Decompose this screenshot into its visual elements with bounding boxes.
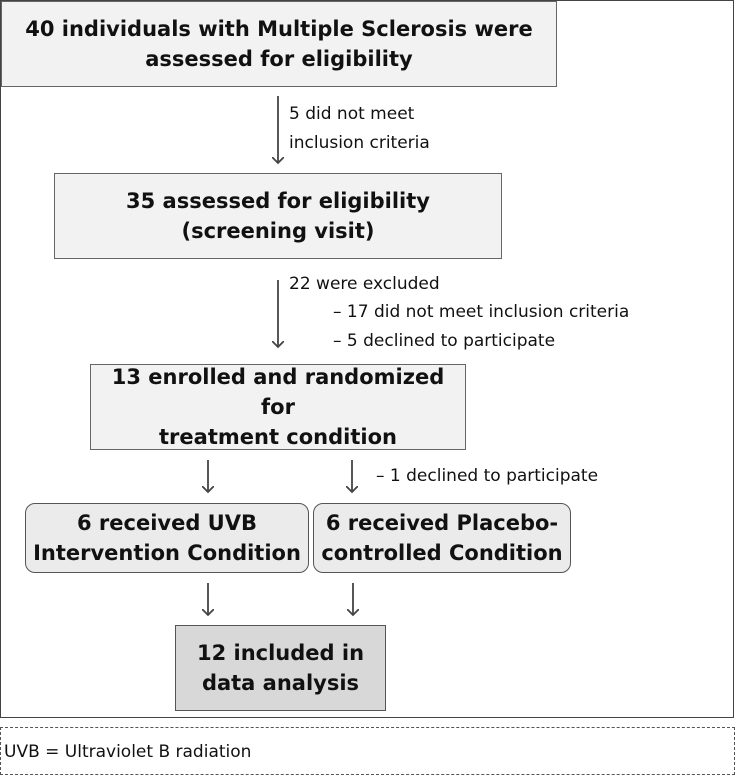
declined-note: – 1 declined to participate	[376, 466, 599, 486]
not-met-note-line2: inclusion criteria	[289, 133, 430, 153]
diagram-frame	[0, 0, 734, 718]
excluded-declined-note: – 5 declined to participate	[333, 331, 556, 351]
excluded-note: 22 were excluded	[289, 274, 440, 294]
flow-arrows	[0, 96, 736, 720]
placebo-condition-box: 6 received Placebo- controlled Condition	[313, 503, 571, 573]
assessed-40-box: 40 individuals with Multiple Sclerosis w…	[1, 1, 557, 87]
enrolled-box: 13 enrolled and randomized for treatment…	[90, 364, 466, 450]
footnote: UVB = Ultraviolet B radiation	[0, 727, 735, 775]
analysis-box: 12 included in data analysis	[175, 625, 386, 711]
uvb-condition-box: 6 received UVB Intervention Condition	[25, 503, 309, 573]
not-met-note-line1: 5 did not meet	[289, 104, 415, 124]
assessed-35-box: 35 assessed for eligibility (screening v…	[54, 173, 502, 259]
excluded-criteria-note: – 17 did not meet inclusion criteria	[333, 302, 630, 322]
